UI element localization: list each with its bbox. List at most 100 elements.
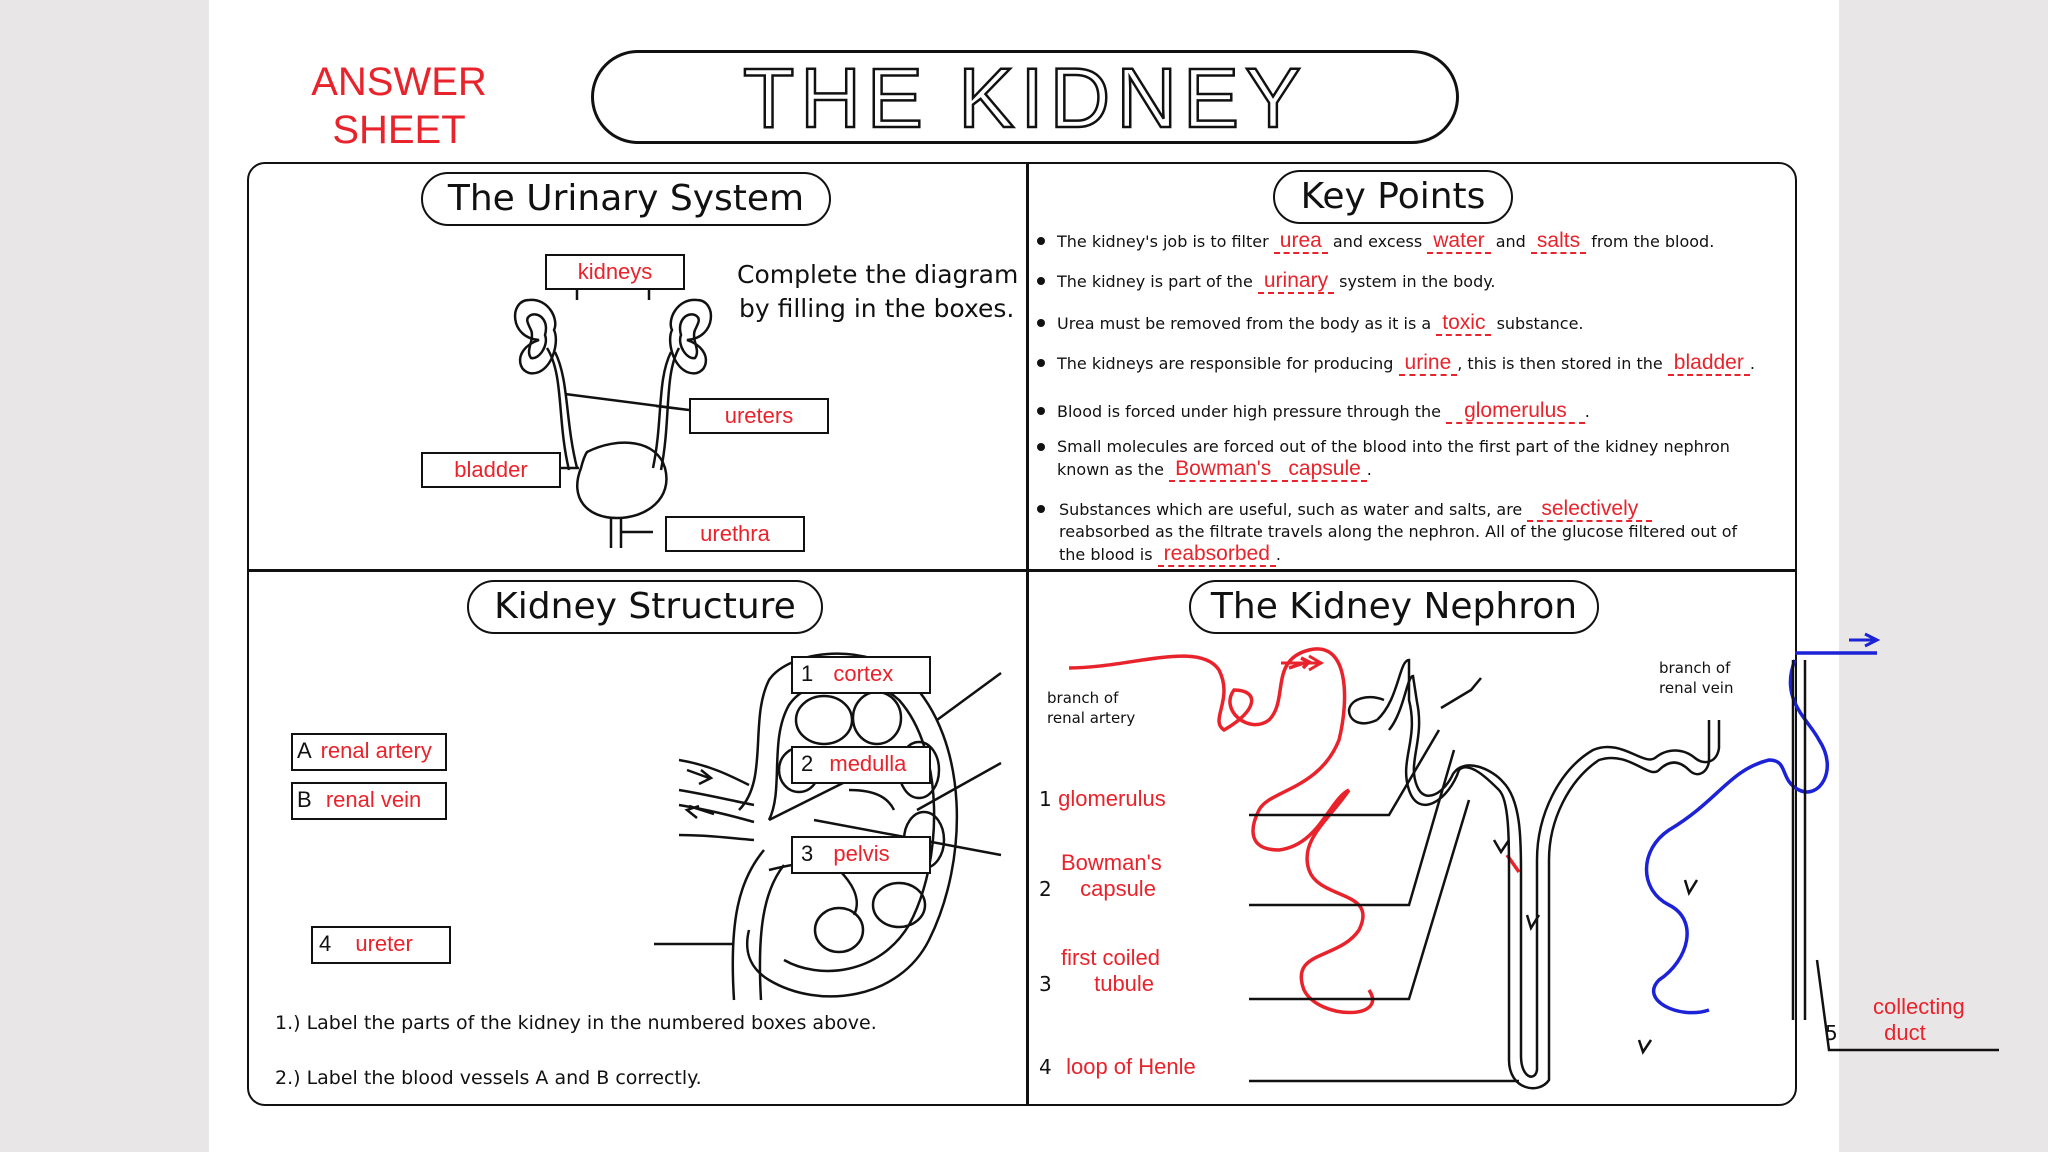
label-urethra: urethra: [700, 521, 770, 546]
blue-capillary-network: [1644, 659, 1830, 1015]
label-renal-vein: renal vein: [325, 787, 422, 812]
nephron-label-loop-of-henle: 4 loop of Henle: [1039, 1054, 1196, 1080]
label-box-ureters: ureters: [689, 398, 829, 434]
kp7-text-b: .: [1275, 545, 1281, 564]
page-title: THE KIDNEY: [742, 51, 1308, 145]
label-box-bladder: bladder: [421, 452, 561, 488]
nephron-label-1-text: glomerulus: [1058, 786, 1166, 811]
answer-label-line1: ANSWER: [311, 60, 487, 104]
artery-label-line1: branch of: [1047, 689, 1119, 707]
bullet-icon: [1037, 407, 1045, 415]
kp7-text-a2: reabsorbed as the filtrate travels along…: [1059, 522, 1738, 541]
kp4-text-a: The kidneys are responsible for producin…: [1057, 354, 1394, 373]
key-point-6: Small molecules are forced out of the bl…: [1037, 436, 1730, 482]
renal-artery: [678, 758, 750, 787]
red-capillary-network: [1299, 789, 1374, 1015]
vein-label-line1: branch of: [1659, 659, 1731, 677]
nephron-label-5-line2: duct: [1884, 1020, 1926, 1045]
nephron-label-5-line1: collecting: [1873, 994, 1965, 1019]
kp5-text-b: .: [1584, 402, 1590, 421]
structure-instruction-1: 1.) Label the parts of the kidney in the…: [275, 1012, 877, 1034]
left-kidney-shape: [513, 298, 558, 375]
key-point-2: The kidney is part of the urinary system…: [1037, 269, 1496, 294]
urinary-instruction-line1: Complete the diagram: [737, 260, 1019, 289]
urinary-instruction: Complete the diagram by filling in the b…: [737, 258, 1018, 326]
artery-branch-label: branch of renal artery: [1047, 688, 1135, 728]
kp3-text-b: substance.: [1496, 314, 1584, 333]
label-pelvis: pelvis: [833, 841, 890, 866]
kp6-text-b: .: [1366, 460, 1372, 479]
label-box-pelvis: 3 pelvis: [791, 836, 931, 874]
nephron-label-3-num: 3: [1039, 972, 1052, 996]
right-kidney-pelvis: [678, 313, 700, 360]
artery-label-line2: renal artery: [1047, 709, 1136, 727]
worksheet-page: ANSWER SHEET THE KIDNEY The Urinary Syst…: [209, 0, 1999, 1152]
nephron-label-2-line1: Bowman's: [1061, 850, 1162, 875]
left-ureter-outer: [545, 347, 571, 471]
grid-vertical-divider: [1026, 162, 1029, 1104]
nephron-tubule-outer: [1376, 658, 1711, 1090]
bullet-icon: [1037, 237, 1045, 245]
bullet-icon: [1037, 277, 1045, 285]
kp6-answer-capsule: capsule: [1282, 457, 1367, 482]
right-ureter-outer: [659, 347, 681, 471]
urinary-system-title: The Urinary System: [421, 172, 831, 226]
structure-instruction-2: 2.) Label the blood vessels A and B corr…: [275, 1067, 702, 1089]
kp1-answer-urea: urea: [1273, 229, 1328, 254]
pelvis-number: 3: [801, 841, 814, 866]
nephron-label-glomerulus: 1 glomerulus: [1039, 786, 1166, 812]
label-cortex: cortex: [833, 661, 894, 686]
kp3-text-a: Urea must be removed from the body as it…: [1057, 314, 1432, 333]
bullet-icon: [1037, 319, 1045, 327]
kp1-text-a: The kidney's job is to filter: [1057, 232, 1269, 251]
renal-vein: [678, 803, 755, 824]
kp4-answer-bladder: bladder: [1667, 351, 1750, 376]
kp4-text-c: .: [1749, 354, 1755, 373]
kp7-text-a: Substances which are useful, such as wat…: [1059, 500, 1523, 519]
kp6-text-a: Small molecules are forced out of the bl…: [1057, 437, 1730, 456]
kp6-answer-bowmans: Bowman's: [1169, 457, 1278, 482]
vein-branch-label: branch of renal vein: [1659, 658, 1733, 698]
ureter-number: 4: [319, 931, 332, 956]
label-ureters: ureters: [724, 403, 794, 428]
left-ureter-inner: [553, 351, 579, 469]
label-box-medulla: 2 medulla: [791, 746, 931, 784]
key-points-title: Key Points: [1273, 170, 1513, 224]
afferent-arteriole: [1068, 647, 1350, 852]
nephron-label-5-num: 5: [1825, 1021, 1838, 1045]
urinary-instruction-line2: by filling in the boxes.: [739, 294, 1015, 323]
medulla-number: 2: [801, 751, 814, 776]
kp7-answer-selectively: selectively: [1527, 497, 1653, 522]
kp4-text-b: , this is then stored in the: [1457, 354, 1663, 373]
kp5-text-a: Blood is forced under high pressure thro…: [1057, 402, 1441, 421]
key-point-4: The kidneys are responsible for producin…: [1037, 351, 1755, 376]
kp1-answer-salts: salts: [1530, 229, 1587, 254]
key-point-7: Substances which are useful, such as wat…: [1037, 497, 1738, 567]
collecting-duct: [1791, 660, 1807, 1020]
bullet-icon: [1037, 359, 1045, 367]
kp7-text-a3: the blood is: [1059, 545, 1153, 564]
grid-horizontal-divider: [247, 569, 1796, 572]
label-box-renal-vein: B renal vein: [291, 782, 447, 820]
nephron-label-collecting-duct: collecting 5 duct: [1825, 994, 2005, 1046]
answer-label-line2: SHEET: [332, 108, 466, 152]
artery-arrow-icon: [1308, 654, 1324, 672]
nephron-label-1-num: 1: [1039, 787, 1052, 811]
renal-vein-letter: B: [297, 787, 312, 812]
nephron-label-4-num: 4: [1039, 1055, 1052, 1079]
label-box-urethra: urethra: [665, 516, 805, 552]
label-medulla: medulla: [829, 751, 907, 776]
left-kidney-pelvis: [526, 313, 548, 360]
nephron-tubule-inner: [1388, 674, 1721, 1078]
quadrant-grid: [247, 162, 1797, 1106]
vein-arrow-icon: [1864, 632, 1881, 648]
label-bladder: bladder: [454, 457, 528, 482]
nephron-label-bowmans: Bowman's 2 capsule: [1039, 850, 1239, 902]
kp4-answer-urine: urine: [1398, 351, 1458, 376]
kp1-text-b: and excess: [1332, 232, 1423, 251]
kp1-answer-water: water: [1427, 229, 1491, 254]
kp7-line3: the blood is reabsorbed.: [1059, 542, 1737, 567]
cortex-number: 1: [801, 661, 814, 686]
label-box-kidneys: kidneys: [545, 254, 685, 290]
answer-sheet-label: ANSWER SHEET: [299, 58, 499, 154]
